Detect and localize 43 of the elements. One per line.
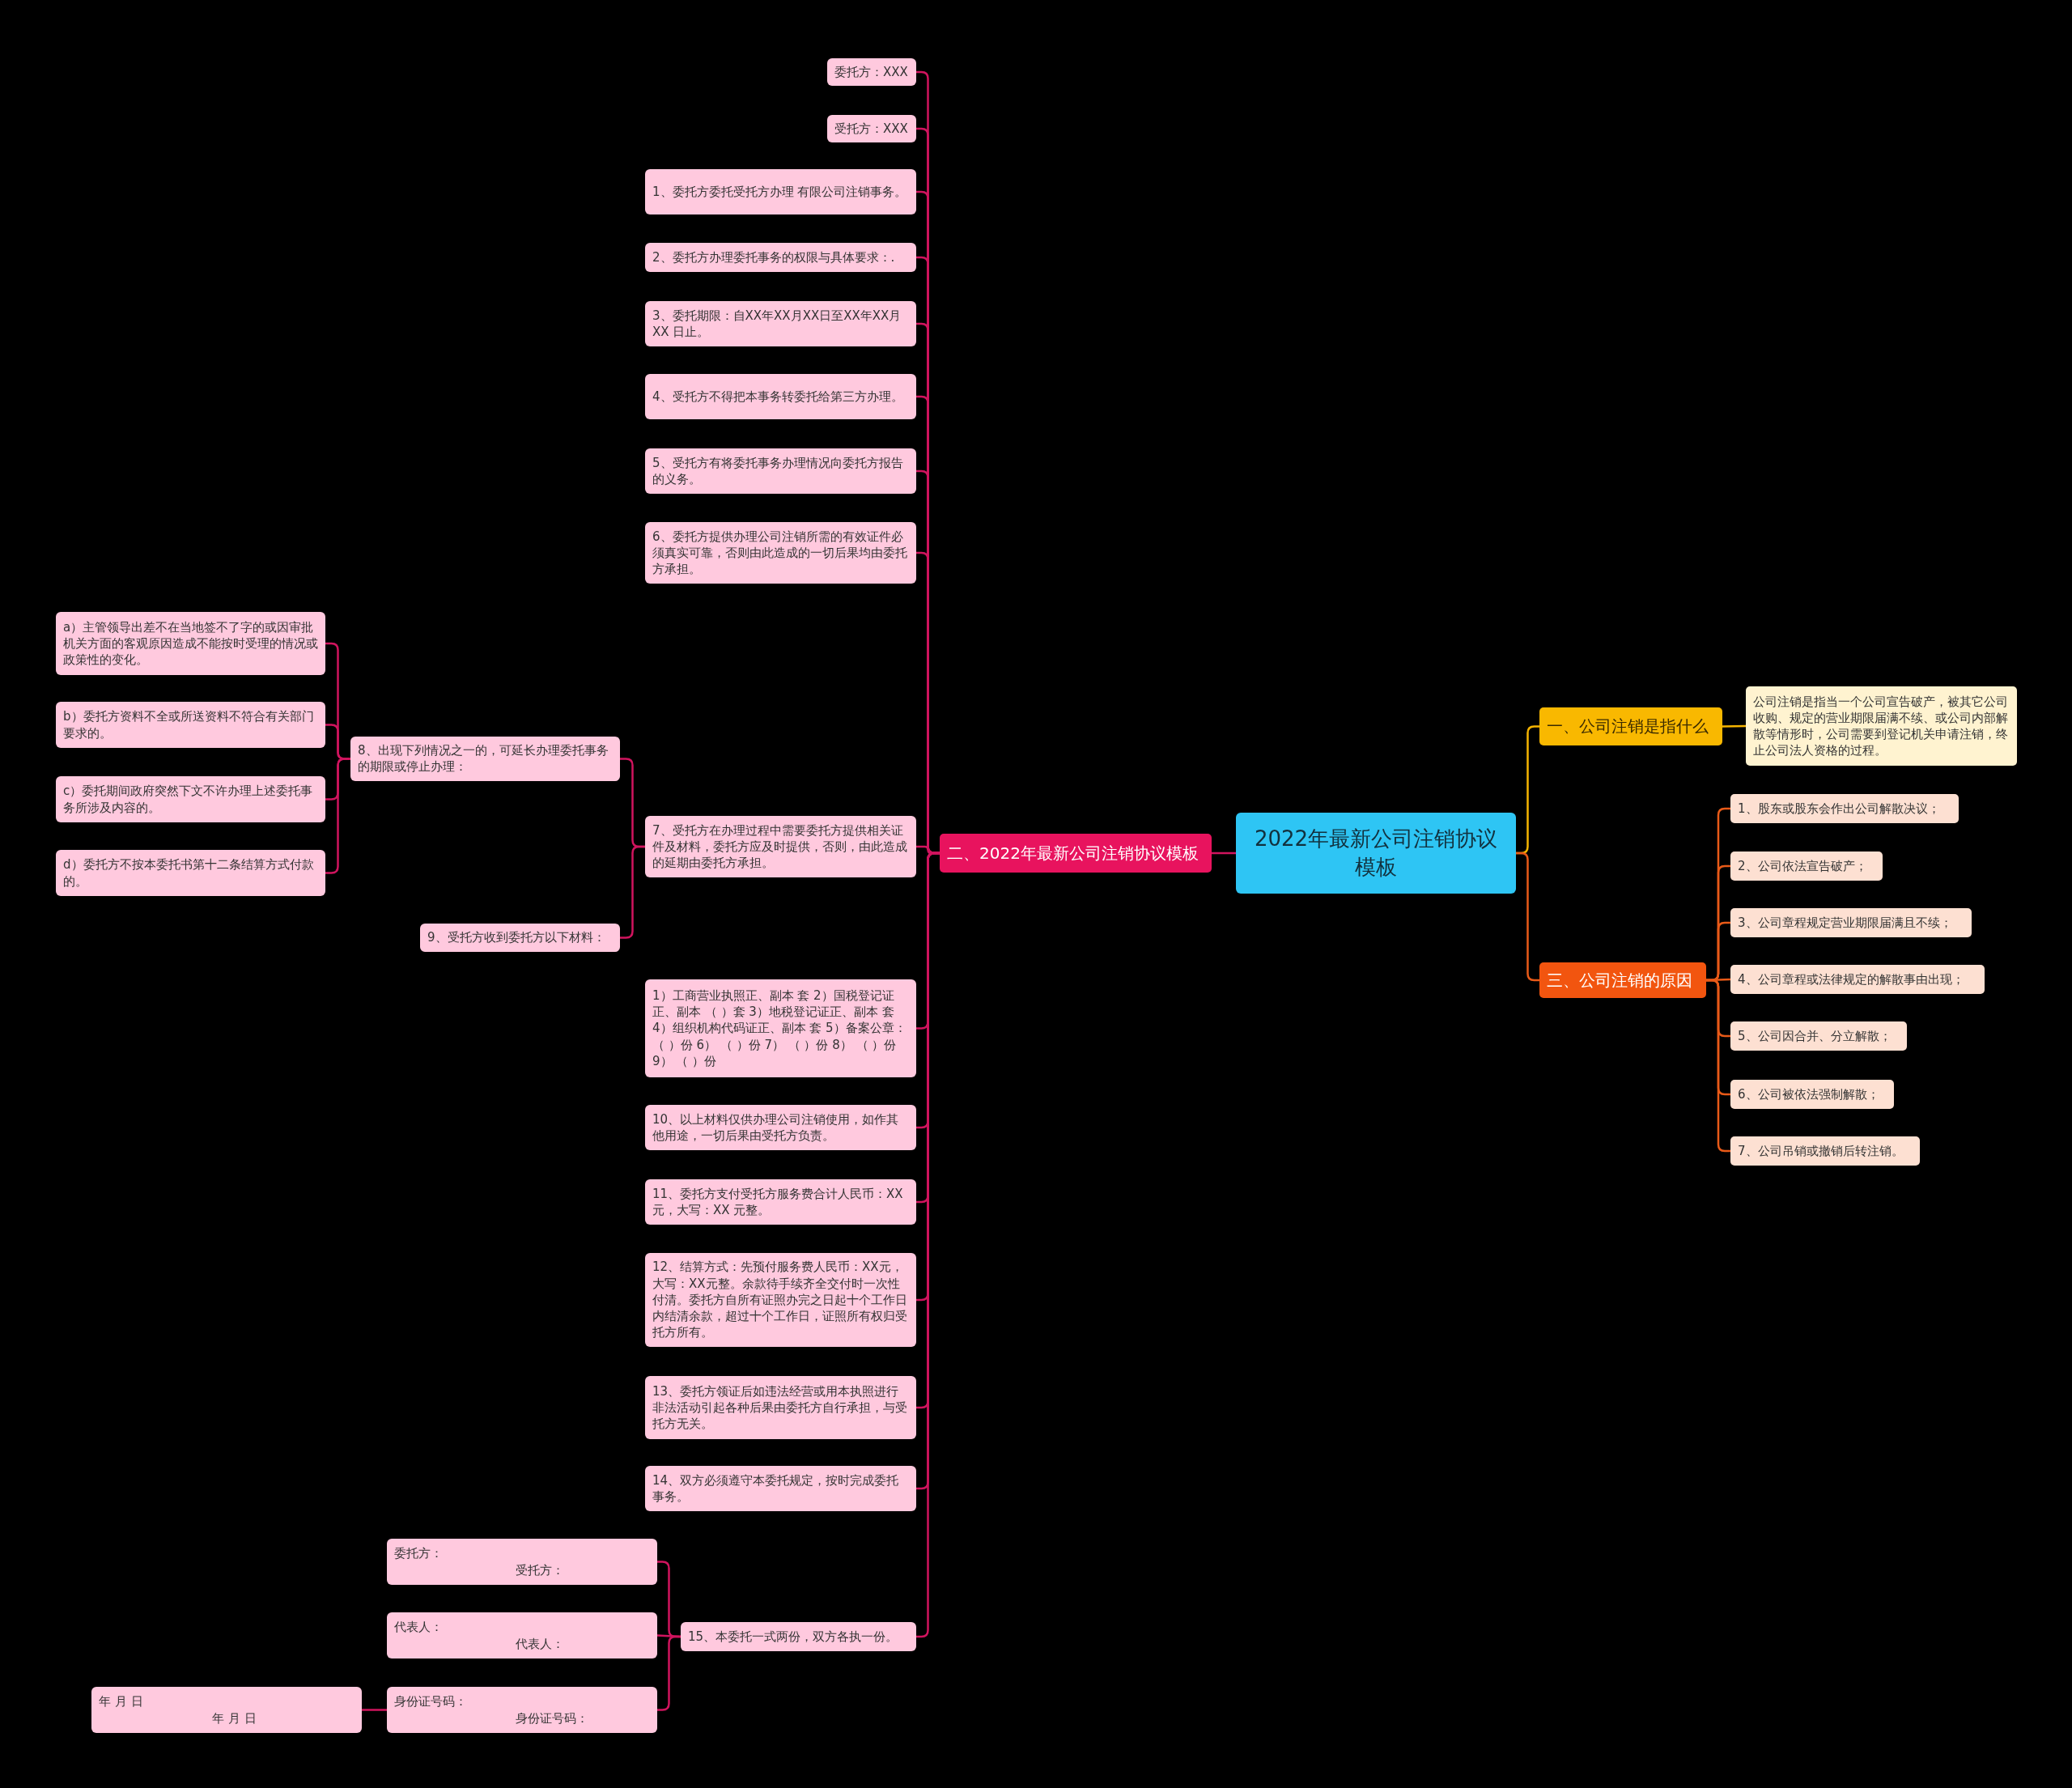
subtopic-box: 9、受托方收到委托方以下材料： xyxy=(420,924,620,952)
subtopic-box: 3、委托期限：自XX年XX月XX日至XX年XX月 XX 日止。 xyxy=(645,301,916,346)
subtopic-box: 6、委托方提供办理公司注销所需的有效证件必须真实可靠，否则由此造成的一切后果均由委托方承担。 xyxy=(645,522,916,584)
note-box: 公司注销是指当一个公司宣告破产，被其它公司收购、规定的营业期限届满不续、或公司内部解散等情形时，公司需要到登记机关申请注销，终止公司法人资格的过程。 xyxy=(1746,686,2017,766)
subtopic-box: 1）工商营业执照正、副本 套 2）国税登记证正、副本 （ ）套 3）地税登记证正、副本 套 4）组织机构代码证正、副本 套 5）备案公章：（ ）份 6） （ ）份 7） （ ）份 8） （ ）份 9） （ ）份 xyxy=(645,979,916,1077)
subtopic-box: 1、委托方委托受托方办理 有限公司注销事务。 xyxy=(645,169,916,214)
connector-line xyxy=(325,758,350,874)
subtopic-box: b）委托方资料不全或所送资料不符合有关部门要求的。 xyxy=(56,702,325,748)
subtopic-box: 2、委托方办理委托事务的权限与具体要求：. xyxy=(645,243,916,272)
connector-line xyxy=(362,1709,387,1711)
subtopic-box: 14、双方必须遵守本委托规定，按时完成委托事务。 xyxy=(645,1466,916,1511)
subtopic-box: 4、受托方不得把本事务转委托给第三方办理。 xyxy=(645,374,916,419)
subtopic-box: 5、公司因合并、分立解散； xyxy=(1730,1021,1907,1051)
subtopic-box: 1、股东或股东会作出公司解散决议； xyxy=(1730,794,1959,823)
subtopic-box: 2、公司依法宣告破产； xyxy=(1730,852,1883,881)
subtopic-box: 13、委托方领证后如违法经营或用本执照进行非法活动引起各种后果由委托方自行承担，与受托方无关。 xyxy=(645,1376,916,1439)
subtopic-box: 委托方：XXX xyxy=(827,58,916,87)
connector-line xyxy=(620,845,645,939)
subtopic-box: d）委托方不按本委托书第十二条结算方式付款的。 xyxy=(56,850,325,896)
subtopic-box: 7、公司吊销或撤销后转注销。 xyxy=(1730,1136,1920,1166)
subtopic-box: 5、受托方有将委托事务办理情况向委托方报告的义务。 xyxy=(645,448,916,494)
subtopic-box: 8、出现下列情况之一的，可延长办理委托事务的期限或停止办理： xyxy=(350,737,620,781)
subtopic-box: c）委托期间政府突然下文不许办理上述委托事务所涉及内容的。 xyxy=(56,776,325,822)
subtopic-box: 受托方：XXX xyxy=(827,115,916,143)
subtopic-box: 3、公司章程规定营业期限届满且不续； xyxy=(1730,908,1972,937)
subtopic-box: a）主管领导出差不在当地签不了字的或因审批机关方面的客观原因造成不能按时受理的情况或政策性的变化。 xyxy=(56,612,325,675)
subtopic-box: 7、受托方在办理过程中需要委托方提供相关证件及材料，委托方应及时提供，否则，由此造成的延期由委托方承担。 xyxy=(645,816,916,877)
subtopic-box: 6、公司被依法强制解散； xyxy=(1730,1080,1894,1109)
subtopic-box: 4、公司章程或法律规定的解散事由出现； xyxy=(1730,965,1985,994)
subtopic-box: 年 月 日 年 月 日 xyxy=(91,1687,362,1733)
branch-topic: 一、公司注销是指什么 xyxy=(1539,707,1722,745)
subtopic-box: 身份证号码： 身份证号码： xyxy=(387,1687,657,1733)
subtopic-box: 12、结算方式：先预付服务费人民币：XX元，大写：XX元整。余款待手续齐全交付时一次性付清。委托方自所有证照办完之日起十个工作日内结清余款，超过十个工作日，证照所有权归受托方所有。 xyxy=(645,1253,916,1347)
subtopic-box: 11、委托方支付受托方服务费合计人民币：XX 元，大写：XX 元整。 xyxy=(645,1179,916,1225)
subtopic-box: 15、本委托一式两份，双方各执一份。 xyxy=(681,1622,916,1651)
connector-line xyxy=(1722,724,1747,728)
branch-topic: 二、2022年最新公司注销协议模板 xyxy=(940,834,1212,873)
subtopic-box: 代表人： 代表人： xyxy=(387,1612,657,1658)
central-topic: 2022年最新公司注销协议模板 xyxy=(1236,813,1516,894)
subtopic-box: 10、以上材料仅供办理公司注销使用，如作其他用途，一切后果由受托方负责。 xyxy=(645,1105,916,1150)
branch-topic: 三、公司注销的原因 xyxy=(1539,962,1706,998)
subtopic-box: 委托方： 受托方： xyxy=(387,1539,657,1585)
connector-line xyxy=(1212,852,1236,855)
